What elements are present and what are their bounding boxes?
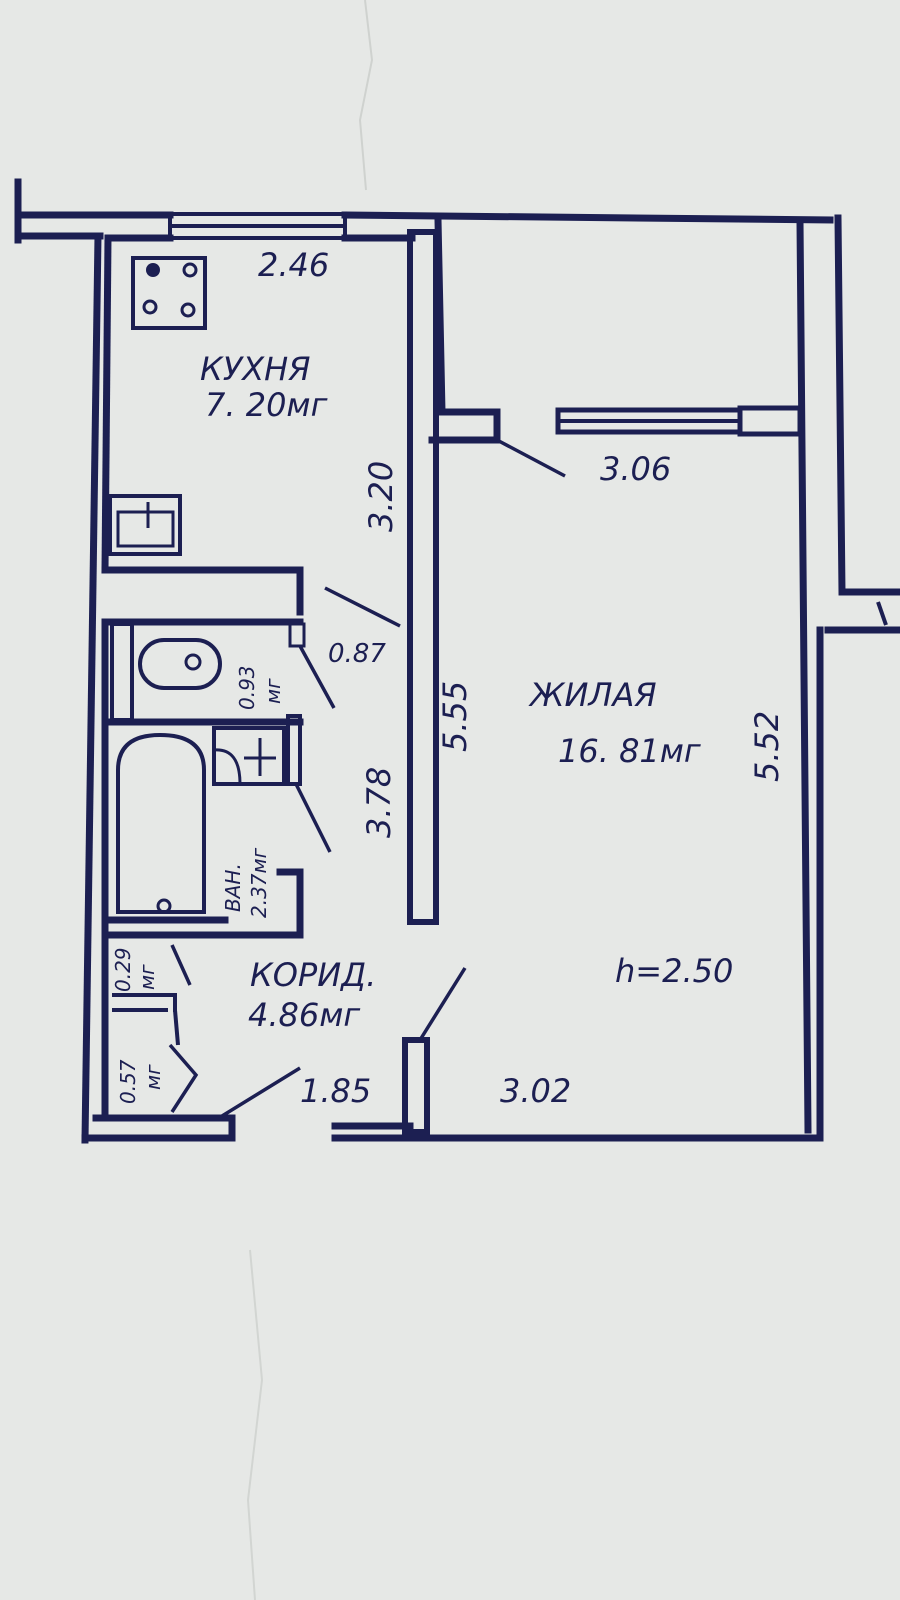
kitchen-length-label: 3.20 xyxy=(362,461,400,532)
living-lower-door-swing xyxy=(418,967,467,1041)
entrance-width-label: 1.85 xyxy=(300,1072,371,1110)
living-area: 16. 81мг xyxy=(558,732,701,770)
wc-area: 0.93 xyxy=(235,665,259,710)
ceiling-height-label: h=2.50 xyxy=(615,952,733,990)
corridor-name: КОРИД. xyxy=(250,956,376,994)
living-width-top-label: 3.06 xyxy=(600,450,671,488)
partition-wall xyxy=(407,229,439,925)
entrance-door-swing xyxy=(221,1066,301,1118)
outer-walls xyxy=(14,178,900,1144)
corridor-area: 4.86мг xyxy=(248,996,360,1034)
closet1-door-swing xyxy=(170,944,192,986)
kitchen-sink-icon xyxy=(108,494,182,556)
corridor-length-label: 3.78 xyxy=(360,767,398,838)
living-length-right-label: 5.52 xyxy=(748,711,786,782)
paper-crease xyxy=(246,1249,264,1600)
living-length-left-label: 5.55 xyxy=(436,681,474,752)
doors xyxy=(168,438,566,1118)
living-door-swing xyxy=(496,438,566,478)
kitchen-door-swing xyxy=(324,586,401,628)
living-width-bottom-label: 3.02 xyxy=(500,1072,571,1110)
closet2-door-swing xyxy=(168,1043,199,1113)
kitchen-name: КУХНЯ xyxy=(200,350,310,388)
bath-name: ВАН. xyxy=(221,863,245,912)
bath-area: 2.37мг xyxy=(247,847,271,918)
paper-crease xyxy=(358,0,374,191)
wc-area-unit: мг xyxy=(261,678,285,704)
wc-door-width-label: 0.87 xyxy=(328,639,386,669)
wc-door-swing xyxy=(298,645,336,709)
kitchen-area: 7. 20мг xyxy=(205,386,328,424)
washbasin-icon xyxy=(212,726,286,786)
closet2-area-unit: мг xyxy=(141,1064,165,1090)
toilet-icon xyxy=(110,622,222,722)
closet1-area: 0.29 xyxy=(111,947,135,992)
closet1-area-unit: мг xyxy=(135,964,159,990)
bath-door-swing xyxy=(294,783,332,853)
kitchen-width-label: 2.46 xyxy=(258,246,329,284)
bathtub-icon xyxy=(116,732,206,914)
living-name: ЖИЛАЯ xyxy=(528,676,657,714)
closet2-area: 0.57 xyxy=(116,1059,140,1104)
interior-walls xyxy=(101,216,803,1135)
stove-icon xyxy=(131,256,207,330)
